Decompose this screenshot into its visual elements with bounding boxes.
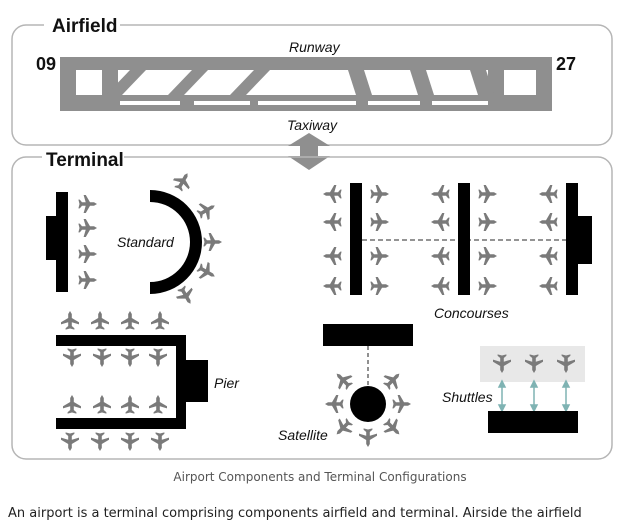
concourses-terminal: [323, 183, 592, 295]
standard-terminal: [46, 168, 222, 309]
taxiway-system: [60, 57, 552, 111]
airside-landside-arrow: [288, 133, 330, 170]
terminal-frame: [11, 156, 613, 460]
runway: [60, 57, 552, 70]
figure-caption: Airport Components and Terminal Configur…: [173, 470, 467, 484]
pier-label: Pier: [214, 375, 240, 391]
taxiway-label: Taxiway: [287, 117, 338, 133]
satellite-label: Satellite: [278, 427, 328, 443]
runway-end-09: 09: [36, 54, 56, 74]
satellite-terminal: [323, 324, 413, 447]
body-text-cutoff: An airport is a terminal comprising comp…: [8, 506, 582, 521]
airfield-title: Airfield: [52, 16, 117, 37]
runway-end-27: 27: [556, 54, 576, 74]
standard-label: Standard: [117, 234, 175, 250]
pier-terminal: [56, 311, 208, 451]
shuttles-label: Shuttles: [442, 389, 493, 405]
terminal-title: Terminal: [46, 150, 124, 171]
concourses-label: Concourses: [434, 305, 509, 321]
runway-label: Runway: [289, 39, 341, 55]
shuttles-terminal: [480, 346, 585, 433]
